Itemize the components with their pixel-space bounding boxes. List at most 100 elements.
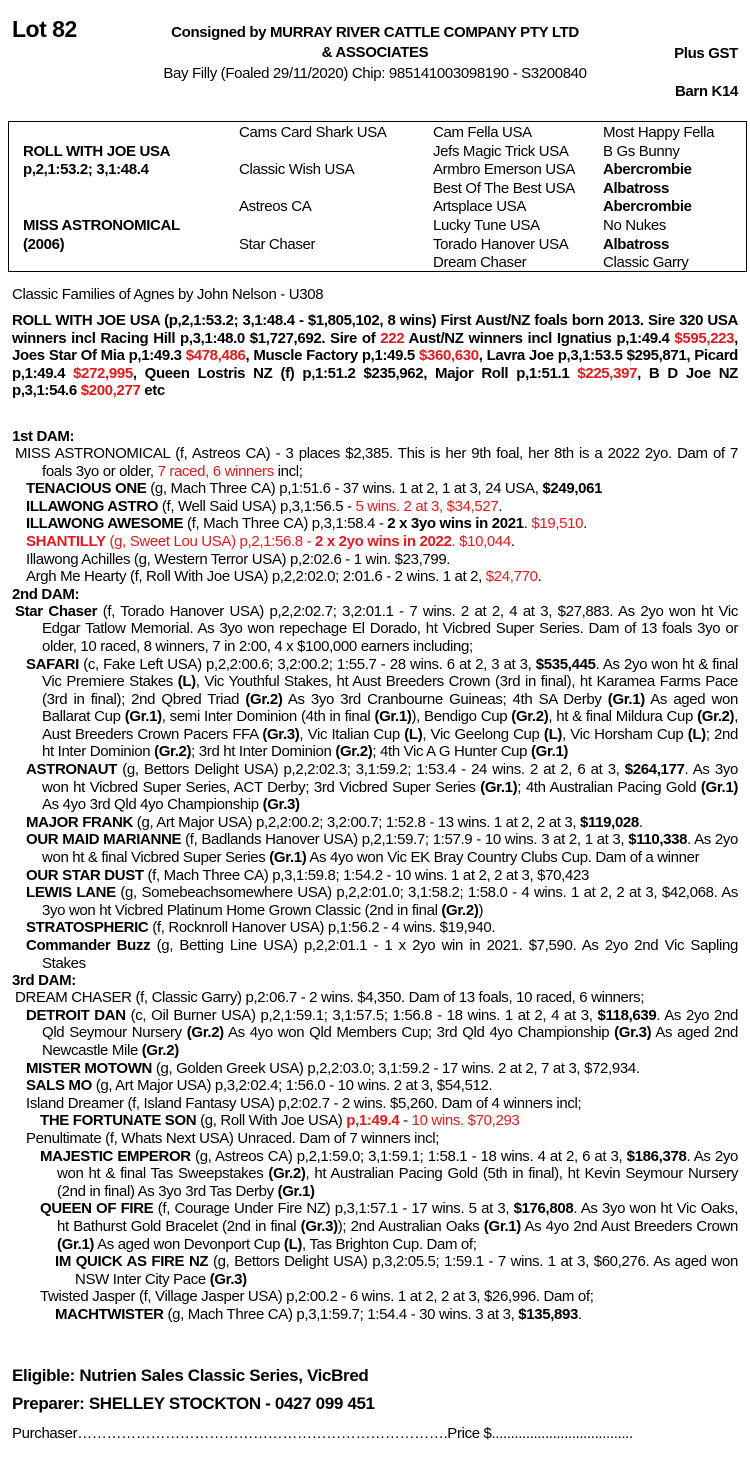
pedigree-grandparent: Cams Card Shark USA [239, 124, 387, 141]
text-run: (f, Torado Hanover USA) p,2,2:02.7; 3,2:… [42, 602, 738, 655]
text-run: $19,510 [531, 515, 584, 533]
text-run: , Vic Youthful Stakes, ht Aust Breeders … [42, 673, 738, 708]
sire-summary: ROLL WITH JOE USA (p,2,1:53.2; 3,1:48.4 … [12, 312, 738, 400]
text-run: ; 4th Vic A G Hunter Cup [372, 743, 531, 761]
progeny-entry: Star Chaser (f, Torado Hanover USA) p,2,… [12, 603, 738, 656]
text-run: ; 4th Australian Pacing Gold [517, 778, 701, 796]
text-run: ; 3rd ht Inter Dominion [191, 743, 336, 761]
text-run: (g, Sweet Lou USA) p,2,1:56.8 - [105, 532, 316, 550]
text-run: IM QUICK AS FIRE NZ [55, 1253, 209, 1271]
text-run: $119,028 [579, 813, 639, 831]
progeny-entry: MAJOR FRANK (g, Art Major USA) p,2,2:00.… [12, 814, 738, 832]
progeny-entry: Penultimate (f, Whats Next USA) Unraced.… [12, 1130, 738, 1148]
text-run: , Vic Geelong Cup [422, 725, 544, 743]
text-run: (f, Mach Three CA) p,3,1:58.4 - [183, 515, 388, 533]
text-run: (Gr.2) [268, 1165, 306, 1183]
text-run: 2 x 2yo wins in 2022 [315, 532, 452, 550]
text-run: , Tas Brighton Cup. Dam of; [302, 1235, 477, 1253]
text-run: THE FORTUNATE SON [40, 1112, 197, 1130]
progeny-entry: Argh Me Hearty (f, Roll With Joe USA) p,… [12, 568, 738, 586]
text-run: As 4yo won Vic EK Bray Country Clubs Cup… [306, 849, 700, 867]
progeny-entry: ILLAWONG AWESOME (f, Mach Three CA) p,3,… [12, 515, 738, 533]
text-run: (Gr.1) [57, 1235, 95, 1253]
text-run: TENACIOUS ONE [26, 480, 147, 498]
text-run: STRATOSPHERIC [26, 919, 149, 937]
text-run: $249,061 [542, 480, 603, 498]
family-reference: Classic Families of Agnes by John Nelson… [12, 286, 324, 303]
text-run: , ht & final Mildura Cup [548, 708, 698, 726]
text-run: $200,277 [80, 382, 141, 400]
text-run: OUR MAID MARIANNE [26, 831, 182, 849]
lot-number: Lot 82 [12, 16, 77, 42]
text-run: 222 [380, 329, 405, 347]
text-run: (g, Bettors Delight USA) p,2,2:02.3; 3,1… [117, 761, 625, 779]
text-run: (f, Well Said USA) p,3,1:56.5 - [158, 497, 356, 515]
progeny-entry: LEWIS LANE (g, Somebeachsomewhere USA) p… [12, 884, 738, 919]
text-run: (g, Art Major USA) p,2,2:00.2; 3,2:00.7;… [132, 813, 580, 831]
sire-record: p,2,1:53.2; 3,1:48.4 [23, 161, 149, 179]
text-run: (Gr.2) [245, 690, 283, 708]
progeny-entry: ILLAWONG ASTRO (f, Well Said USA) p,3,1:… [12, 498, 738, 516]
text-run: ; 2nd ht Inter Dominion [42, 725, 738, 761]
text-run: , Vic Horsham Cup [562, 725, 688, 743]
text-run: OUR STAR DUST [26, 866, 144, 884]
text-run: (Gr.1) [277, 1182, 315, 1200]
text-run: ) [478, 901, 484, 919]
pedigree-great-grandparent: Cam Fella USA [433, 124, 532, 141]
text-run: . $10,044 [451, 532, 511, 550]
text-run: LEWIS LANE [26, 884, 116, 902]
purchase-line[interactable]: Purchaser………………………………………………………………….Price… [12, 1425, 633, 1442]
pedigree-ancestor: Abercrombie [603, 161, 692, 179]
text-run: (Gr.1) [607, 690, 645, 708]
text-run: (Gr.1) [374, 708, 412, 726]
text-run: . [638, 813, 643, 831]
text-run: (Gr.1) [700, 778, 738, 796]
text-run: 2 x 3yo wins in 2021 [387, 515, 524, 533]
text-run: MAJOR FRANK [26, 813, 133, 831]
text-run: (g, Art Major USA) p,3,2:02.4; 1:56.0 - … [91, 1077, 493, 1095]
horse-description: Bay Filly (Foaled 29/11/2020) Chip: 9851… [163, 65, 587, 82]
text-run: (f, Courage Under Fire NZ) p,3,1:57.1 - … [153, 1200, 514, 1218]
text-run: SALS MO [26, 1077, 92, 1095]
text-run: (c, Fake Left USA) p,2,2:00.6; 3,2:00.2;… [78, 655, 536, 673]
text-run: incl; [273, 462, 303, 480]
text-run: - [399, 1112, 412, 1130]
progeny-entry: Commander Buzz (g, Betting Line USA) p,2… [12, 937, 738, 972]
text-run: , B D Joe NZ p,3,1:54.6 [12, 364, 738, 400]
text-run: (f, Badlands Hanover USA) p,2,1:59.7; 1:… [181, 831, 629, 849]
text-run: $118,639 [597, 1006, 657, 1024]
pedigree-great-grandparent: Jefs Magic Trick USA [433, 142, 569, 160]
progeny-entry: DETROIT DAN (c, Oil Burner USA) p,2,1:59… [12, 1007, 738, 1060]
text-run: p,1:49.4 [346, 1112, 400, 1130]
price-field[interactable]: Price $.................................… [447, 1425, 633, 1442]
text-run: (L) [404, 725, 423, 743]
consignor-line-2: & ASSOCIATES [321, 44, 429, 61]
text-run: (L) [543, 725, 563, 743]
text-run: . [537, 568, 542, 586]
sire-name: ROLL WITH JOE USA [23, 142, 171, 160]
text-run: (g, Somebeachsomewhere USA) p,2,2:01.0; … [42, 884, 739, 919]
pedigree-grandparent: Classic Wish USA [239, 161, 355, 179]
text-run: ROLL WITH JOE USA (p,2,1:53.2; 3,1:48.4 … [12, 312, 738, 347]
text-run: ); 2nd Australian Oaks [337, 1217, 484, 1235]
barn-label: Barn K14 [674, 83, 738, 100]
text-run: (Gr.1) [124, 708, 162, 726]
text-run: , Muscle Factory p,1:49.5 [245, 347, 419, 365]
spacer [12, 400, 738, 418]
progeny-entry: MISS ASTRONOMICAL (f, Astreos CA) - 3 pl… [12, 445, 738, 480]
text-run: As 4yo 2nd Aust Breeders Crown [520, 1217, 739, 1235]
progeny-entry: IM QUICK AS FIRE NZ (g, Bettors Delight … [12, 1253, 738, 1288]
text-run: DREAM CHASER (f, Classic Garry) p,2:06.7… [15, 989, 645, 1007]
purchaser-field[interactable]: Purchaser…………………………………………………………………. [12, 1425, 448, 1442]
dam-heading: 3rd DAM: [12, 972, 738, 989]
text-run: $24,770 [485, 568, 538, 586]
dam-name: MISS ASTRONOMICAL [23, 217, 180, 234]
text-run: Island Dreamer (f, Island Fantasy USA) p… [26, 1094, 582, 1112]
text-run: 3rd DAM: [12, 972, 76, 990]
progeny-entry: ASTRONAUT (g, Bettors Delight USA) p,2,2… [12, 761, 738, 814]
text-run: . As 2yo 2nd Qld Seymour Nursery [42, 1006, 738, 1042]
text-run: . [523, 515, 532, 533]
text-run: , Aust Breeders Crown Pacers FFA [42, 708, 739, 743]
text-run: $478,486 [185, 347, 246, 365]
text-run: As 3yo 3rd Cranbourne Guineas; 4th SA De… [282, 690, 608, 708]
